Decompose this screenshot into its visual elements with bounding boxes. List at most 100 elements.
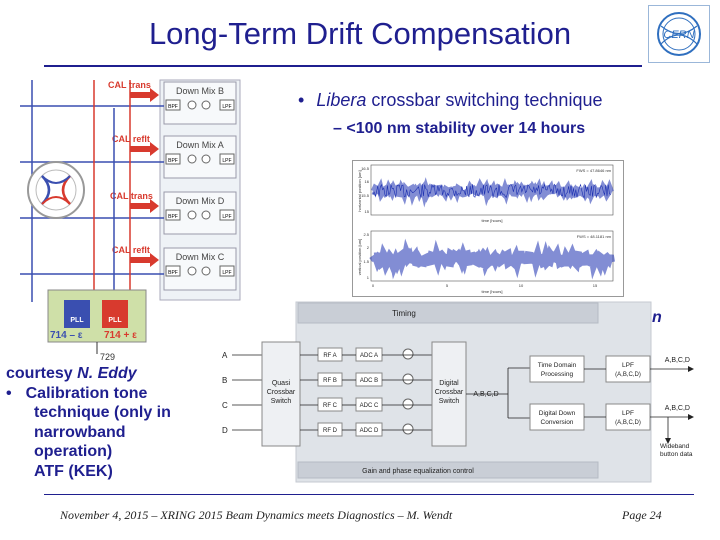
output-wires <box>584 368 688 438</box>
svg-text:ADC B: ADC B <box>360 378 378 384</box>
svg-text:time [hours]: time [hours] <box>482 218 503 223</box>
eddy-line-3: operation) <box>34 443 113 460</box>
ref-freq: 729 <box>100 352 115 362</box>
svg-text:D: D <box>222 426 228 435</box>
svg-text:Switch: Switch <box>271 398 292 405</box>
hybrid-ring <box>27 161 85 219</box>
svg-text:C: C <box>222 401 228 410</box>
eddy-line-4: ATF (KEK) <box>34 462 113 480</box>
mix-b-label: Down Mix B <box>176 86 224 96</box>
svg-text:LPF: LPF <box>222 270 231 276</box>
svg-text:1: 1 <box>367 275 370 280</box>
svg-text:16.5: 16.5 <box>361 166 370 171</box>
svg-text:LPF: LPF <box>622 410 634 417</box>
pll-label: PLL <box>70 317 84 324</box>
footer-rule <box>44 494 694 495</box>
pll-block: PLL PLL 714 – ε 714 + ε 729 <box>47 289 147 362</box>
channel-wires <box>300 354 432 431</box>
svg-text:time [hours]: time [hours] <box>482 289 503 294</box>
freq-right: 714 + ε <box>104 330 137 341</box>
slide-title: Long-Term Drift Compensation <box>148 16 572 51</box>
mix-a-label: Down Mix A <box>176 140 224 150</box>
svg-text:15: 15 <box>365 209 370 214</box>
mix-c-label: Down Mix C <box>176 252 225 262</box>
svg-text:PLL: PLL <box>108 317 122 324</box>
svg-text:Wideband: Wideband <box>660 443 690 450</box>
gain-label: Gain and phase equalization control <box>362 468 474 475</box>
svg-text:Conversion: Conversion <box>541 419 574 426</box>
svg-text:RF D: RF D <box>323 428 338 434</box>
svg-text:15: 15 <box>593 283 598 288</box>
svg-text:BPF: BPF <box>168 270 178 276</box>
vertical-position-plot: vertical position [um] 2.5 2 1.5 1 FWS =… <box>357 230 616 294</box>
svg-text:ADC C: ADC C <box>360 403 379 409</box>
bullet-stability: – <100 nm stability over 14 hours <box>333 120 586 137</box>
svg-text:RF A: RF A <box>323 353 336 359</box>
trace-vertical-band <box>369 238 616 280</box>
svg-text:LPF: LPF <box>222 158 231 164</box>
svg-text:ADC A: ADC A <box>360 353 378 359</box>
svg-text:10: 10 <box>519 283 524 288</box>
cal-arrows <box>130 88 159 267</box>
out-mid: A,B,C,D <box>665 405 690 412</box>
legend-bottom: FWS = 48.1181 nm <box>577 234 612 239</box>
page-number: Page 24 <box>622 508 662 522</box>
svg-text:BPF: BPF <box>168 158 178 164</box>
svg-text:ADC D: ADC D <box>360 428 379 434</box>
mixers <box>402 348 414 435</box>
svg-text:button data: button data <box>660 451 693 458</box>
svg-text:Crossbar: Crossbar <box>435 389 464 396</box>
calibration-tone-diagram: Down Mix B BPF LPF Down Mix A BPF LPF Do… <box>20 79 241 362</box>
horizontal-position-plot: horizontal position [um] 16.5 16 15.5 15… <box>357 164 614 223</box>
svg-text:(A,B,C,D): (A,B,C,D) <box>615 372 641 378</box>
svg-text:RF C: RF C <box>323 403 338 409</box>
svg-text:B: B <box>222 376 227 385</box>
abcd-mid: A,B,C,D <box>473 391 498 398</box>
cal-trans-2: CAL trans <box>110 191 153 201</box>
input-labels: A B C D <box>222 351 228 435</box>
freq-left: 714 – ε <box>50 330 83 341</box>
cal-reflt-2: CAL reflt <box>112 245 150 255</box>
libera-block-diagram: Timing A B C D Quasi Crossbar Switch RF … <box>222 301 694 483</box>
svg-text:A: A <box>222 351 228 360</box>
svg-text:16: 16 <box>365 179 370 184</box>
svg-text:vertical position [um]: vertical position [um] <box>357 239 362 275</box>
svg-text:BPF: BPF <box>168 104 178 110</box>
trace-horizontal-band <box>371 177 614 208</box>
timing-label: Timing <box>392 309 416 318</box>
eddy-line-2: narrowband <box>34 423 126 441</box>
svg-text:RF B: RF B <box>323 378 337 384</box>
bullet-libera: •Libera crossbar switching technique <box>298 90 603 110</box>
svg-text:(A,B,C,D): (A,B,C,D) <box>615 420 641 426</box>
svg-text:horizontal position [um]: horizontal position [um] <box>357 170 362 211</box>
svg-text:LPF: LPF <box>222 104 231 110</box>
footer-text: November 4, 2015 – XRING 2015 Beam Dynam… <box>60 508 453 522</box>
out-top: A,B,C,D <box>665 357 690 364</box>
cal-reflt-1: CAL reflt <box>112 134 150 144</box>
svg-text:LPF: LPF <box>622 362 634 369</box>
down-mix-stack: Down Mix B BPF LPF Down Mix A BPF LPF Do… <box>159 79 241 301</box>
title-underline <box>44 65 642 67</box>
svg-text:2: 2 <box>367 245 370 250</box>
stability-plots: horizontal position [um] 16.5 16 15.5 15… <box>352 160 624 297</box>
svg-text:2.5: 2.5 <box>363 232 369 237</box>
eddy-notes: courtesy N. Eddy •Calibration tone techn… <box>6 364 216 481</box>
input-wires <box>232 354 262 431</box>
rf-adc-blocks: RF A RF B RF C RF D ADC A ADC B ADC C AD… <box>317 347 383 437</box>
eddy-line-1: technique (only in <box>34 404 171 421</box>
legend-top: FWS = 47.8646 nm <box>576 168 611 173</box>
svg-text:Switch: Switch <box>439 398 460 405</box>
bullet-dot: • <box>298 90 305 110</box>
svg-text:Digital: Digital <box>439 380 459 387</box>
svg-text:Crossbar: Crossbar <box>267 389 296 396</box>
svg-text:15.5: 15.5 <box>361 193 370 198</box>
svg-text:Digital Down: Digital Down <box>539 410 576 417</box>
svg-text:0: 0 <box>372 283 375 288</box>
mix-d-label: Down Mix D <box>176 196 225 206</box>
svg-text:LPF: LPF <box>222 214 231 220</box>
svg-text:Processing: Processing <box>541 371 574 378</box>
svg-text:Time Domain: Time Domain <box>538 362 577 369</box>
svg-text:1.5: 1.5 <box>363 259 369 264</box>
cern-logo: CERN <box>648 5 710 63</box>
svg-text:BPF: BPF <box>168 214 178 220</box>
